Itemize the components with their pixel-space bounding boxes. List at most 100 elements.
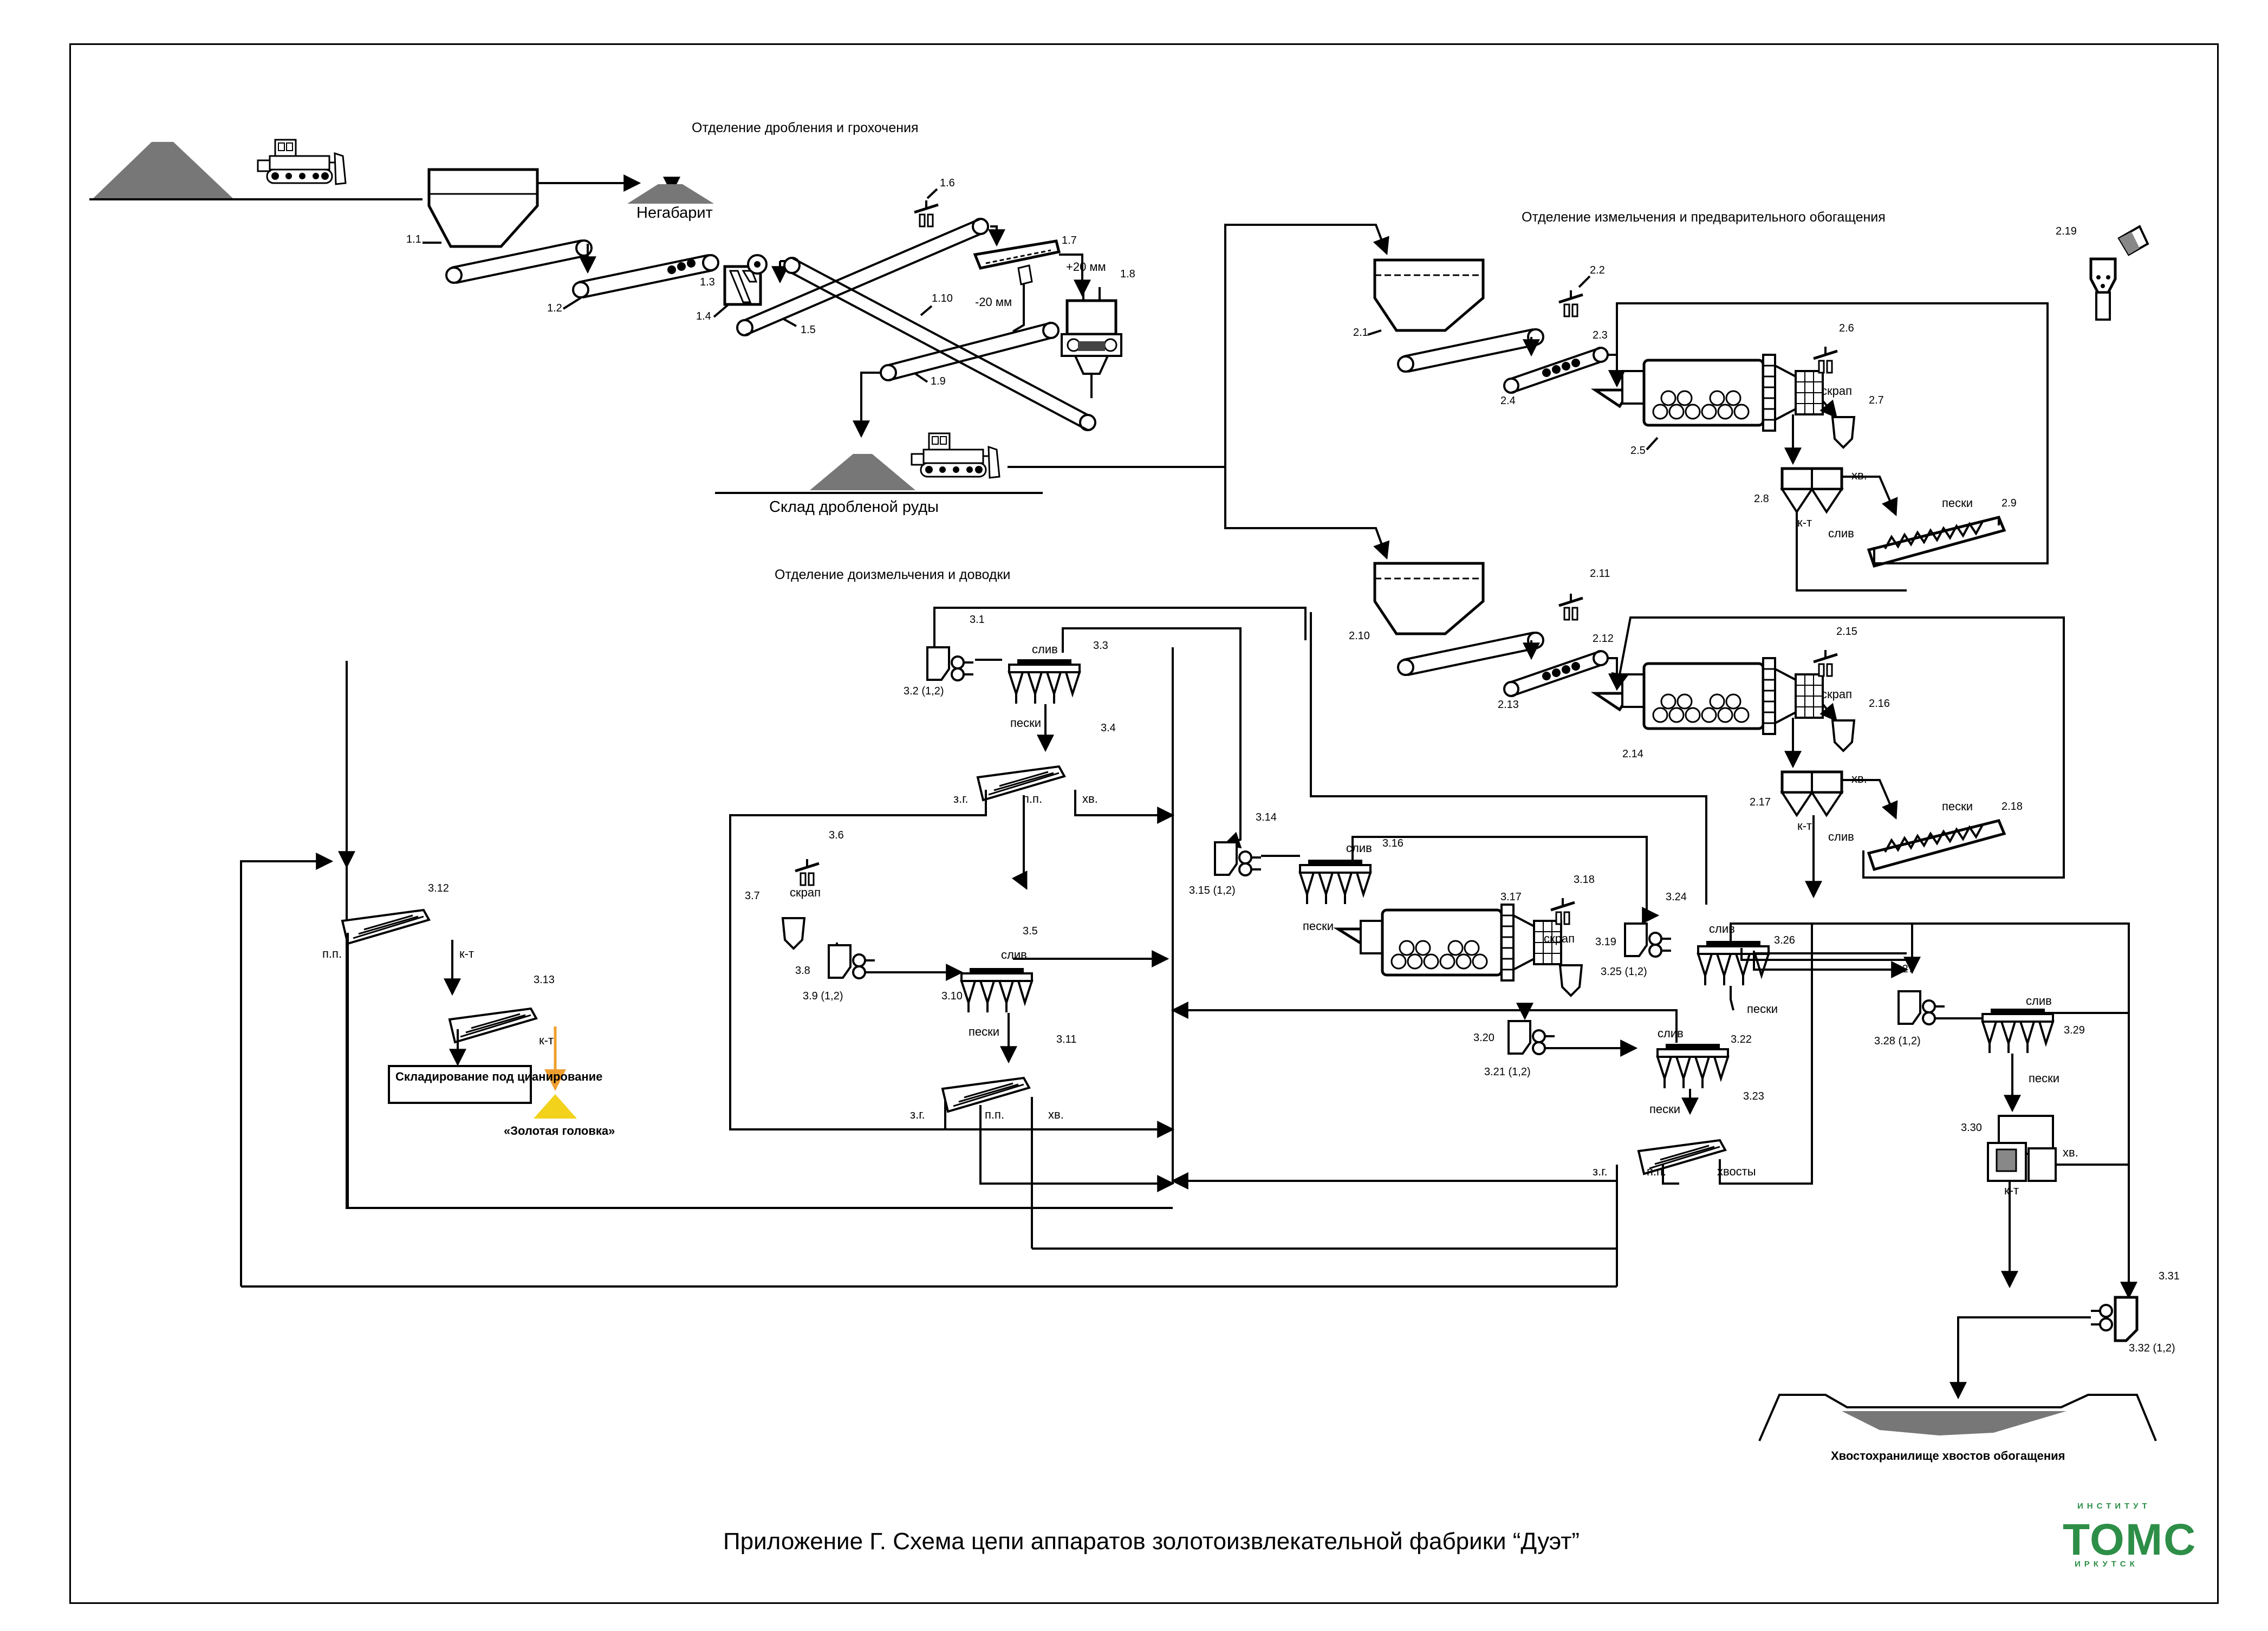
logo-main-text: ТОМС xyxy=(2063,1515,2196,1564)
caption: Приложение Г. Схема цепи аппаратов золот… xyxy=(723,1528,1580,1555)
stream-minus20: -20 мм xyxy=(975,295,1012,309)
label-1-6: 1.6 xyxy=(940,177,955,189)
label-3-25: 3.25 (1,2) xyxy=(1601,966,1647,978)
label-3-1: 3.1 xyxy=(970,614,985,626)
label-3-30: 3.30 xyxy=(1961,1122,1982,1134)
label-1-4: 1.4 xyxy=(696,310,711,322)
scrap-label-3-19: скрап xyxy=(1544,932,1575,945)
pump-3-8 xyxy=(828,944,876,979)
table-3-4 xyxy=(977,765,1065,801)
magnetic-separator-1-3 xyxy=(667,259,696,274)
scrap-label-3-7: скрап xyxy=(790,886,821,899)
cyanidation-label: Складирование под цианирование xyxy=(395,1070,602,1083)
label-1-8: 1.8 xyxy=(1120,268,1135,280)
oversize-pile xyxy=(627,184,714,204)
pump-3-24 xyxy=(1624,922,1672,958)
logo-bottom-text: ИРКУТСК xyxy=(2075,1559,2139,1569)
overflow-label-2-9: слив xyxy=(1828,527,1854,540)
label-1-10: 1.10 xyxy=(932,293,953,304)
label-2-1: 2.1 xyxy=(1353,327,1368,339)
sands-label-3-29: пески xyxy=(2029,1071,2059,1085)
jig-2-8 xyxy=(1780,467,1844,514)
conc-label-2-8: к-т xyxy=(1797,516,1812,529)
label-3-4: 3.4 xyxy=(1101,722,1116,734)
conc-label-3-13: к-т xyxy=(539,1034,554,1047)
scrap-label-1: скрап xyxy=(1821,384,1852,398)
jig-3-30 xyxy=(1987,1115,2057,1182)
hydrocyclone-3-3 xyxy=(1008,658,1081,705)
label-3-3: 3.3 xyxy=(1093,640,1108,652)
section-grinding-title: Отделение измельчения и предварительного… xyxy=(1522,210,1886,225)
scrap-bin-2-7 xyxy=(1831,416,1855,449)
jig-2-17 xyxy=(1780,770,1844,817)
label-3-7: 3.7 xyxy=(745,890,760,902)
pump-3-20 xyxy=(1507,1020,1556,1055)
label-2-16: 2.16 xyxy=(1869,698,1890,710)
magnet-3-6 xyxy=(795,859,819,885)
cyanidation-box xyxy=(388,1065,532,1104)
label-3-32: 3.32 (1,2) xyxy=(2129,1342,2175,1354)
label-2-4: 2.4 xyxy=(1500,395,1516,407)
drawing-frame xyxy=(69,43,2219,1604)
label-2-14: 2.14 xyxy=(1622,748,1643,760)
zg-label-3-4: з.г. xyxy=(953,792,969,805)
pp-label-3-11: п.п. xyxy=(985,1108,1004,1121)
sands-label-3-10: пески xyxy=(969,1025,999,1038)
label-1-2: 1.2 xyxy=(547,302,562,314)
table-3-13 xyxy=(449,1008,537,1043)
label-3-15: 3.15 (1,2) xyxy=(1189,885,1236,896)
label-3-16: 3.16 xyxy=(1382,837,1403,849)
label-3-26: 3.26 xyxy=(1774,934,1795,946)
scrap-bin-3-19 xyxy=(1559,964,1583,997)
label-2-6: 2.6 xyxy=(1839,322,1854,334)
section-crushing-title: Отделение дробления и грохочения xyxy=(692,120,919,135)
logo-top-text: ИНСТИТУТ xyxy=(2077,1502,2151,1511)
label-3-19: 3.19 xyxy=(1595,936,1616,948)
label-1-3: 1.3 xyxy=(700,276,715,288)
tailings-label: Хвостохранилище хвостов обогащения xyxy=(1831,1449,2065,1463)
conc-label-3-30: к-т xyxy=(2004,1184,2019,1197)
mill-3-17 xyxy=(1361,905,1561,980)
oversize-label: Негабарит xyxy=(636,204,713,222)
label-2-15: 2.15 xyxy=(1836,626,1857,638)
label-3-27: 3.27 xyxy=(1893,963,1914,975)
sands-label-3-26: пески xyxy=(1747,1002,1778,1016)
label-2-8: 2.8 xyxy=(1754,493,1769,505)
label-3-28: 3.28 (1,2) xyxy=(1874,1035,1921,1047)
vibrating-screen-1-7 xyxy=(973,239,1061,285)
label-2-2: 2.2 xyxy=(1590,264,1605,276)
label-3-18: 3.18 xyxy=(1574,874,1595,886)
label-2-7: 2.7 xyxy=(1869,394,1884,406)
pump-3-1 xyxy=(926,646,974,681)
zg-label-3-23: з.г. xyxy=(1593,1165,1608,1178)
sands-label-3-22: пески xyxy=(1649,1102,1680,1116)
gold-head-pile xyxy=(534,1094,577,1119)
label-3-13: 3.13 xyxy=(534,974,555,986)
label-1-9: 1.9 xyxy=(931,375,946,387)
label-1-5: 1.5 xyxy=(801,324,816,336)
label-3-9: 3.9 (1,2) xyxy=(803,990,843,1002)
table-3-12 xyxy=(341,909,430,945)
label-2-10: 2.10 xyxy=(1349,630,1370,642)
label-2-3: 2.3 xyxy=(1593,329,1608,341)
tails-label-2-8: хв. xyxy=(1851,469,1867,482)
bulldozer-icon xyxy=(257,139,347,185)
label-3-10: 3.10 xyxy=(941,990,963,1002)
label-3-24: 3.24 xyxy=(1666,891,1687,903)
label-3-17: 3.17 xyxy=(1500,891,1522,903)
conveyor-1-6-incline xyxy=(736,218,989,336)
label-3-8: 3.8 xyxy=(795,965,810,977)
crushed-ore-storage-label: Склад дробленой руды xyxy=(769,498,939,516)
tails-label-3-30: хв. xyxy=(2063,1146,2078,1159)
classifier-2-9 xyxy=(1869,517,2004,566)
magnet-2-15 xyxy=(1814,650,1837,676)
label-3-12: 3.12 xyxy=(428,882,449,894)
gold-head-label: «Золотая головка» xyxy=(504,1124,615,1138)
label-2-5: 2.5 xyxy=(1630,445,1646,457)
label-2-17: 2.17 xyxy=(1750,796,1771,808)
label-3-21: 3.21 (1,2) xyxy=(1484,1066,1531,1078)
label-2-13: 2.13 xyxy=(1498,699,1519,711)
zg-label-3-11: з.г. xyxy=(910,1108,925,1121)
reagent-hopper-2-19 xyxy=(2089,225,2149,321)
conc-label-2-17: к-т xyxy=(1797,819,1812,833)
